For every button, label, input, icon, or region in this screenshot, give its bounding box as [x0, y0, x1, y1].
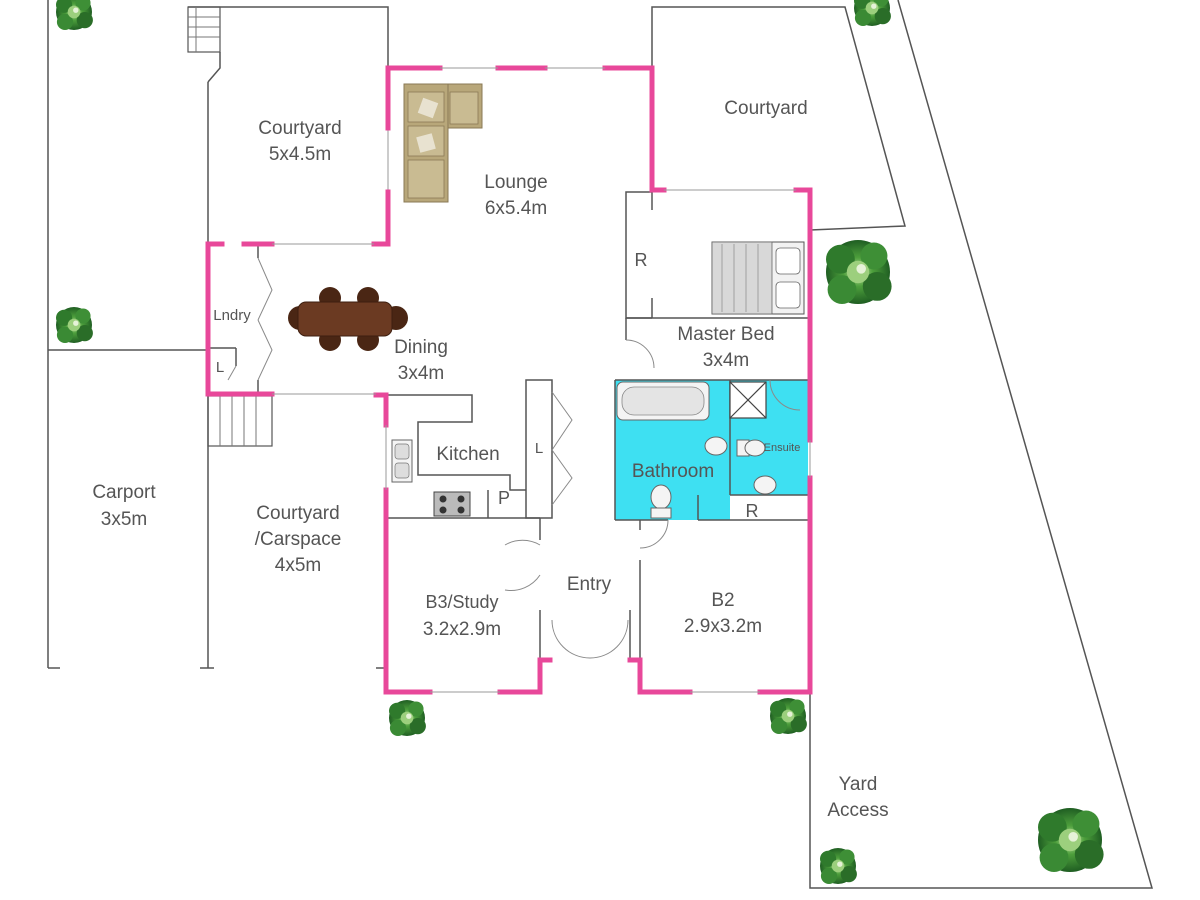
b2-size: 2.9x3.2m	[684, 616, 762, 637]
entry-label: Entry	[567, 574, 612, 595]
tree-icon	[56, 307, 93, 343]
yard-access-label: Yard	[839, 774, 878, 795]
courtyard-top-right-label: Courtyard	[724, 98, 807, 119]
courtyard-carspace-label: Courtyard	[256, 503, 339, 524]
basin-icon	[704, 436, 777, 495]
ensuite-label: Ensuite	[764, 442, 801, 454]
master-bed-label: Master Bed	[677, 324, 774, 345]
laundry-label: Lndry	[213, 307, 251, 324]
courtyard-carspace-size: 4x5m	[275, 555, 321, 576]
lounge-label: Lounge	[484, 172, 547, 193]
windows	[272, 67, 811, 693]
b2-label: B2	[711, 590, 734, 611]
carport-label: Carport	[92, 482, 156, 503]
toilet-icon	[650, 439, 766, 519]
dining-size: 3x4m	[398, 363, 444, 384]
site-boundary	[47, 0, 1153, 889]
bathtub-icon	[616, 381, 710, 421]
study-size: 3.2x2.9m	[423, 619, 501, 640]
room-labels: Courtyard 5x4.5m Lounge 6x5.4m Courtyard…	[92, 98, 888, 821]
carport-size: 3x5m	[101, 509, 147, 530]
shower-icon	[729, 381, 767, 419]
sofa-icon	[403, 83, 483, 203]
tree-icon	[56, 0, 93, 30]
tree-icon	[854, 0, 891, 26]
courtyard-carspace-label-2: /Carspace	[255, 529, 342, 550]
tree-icon	[389, 700, 426, 736]
dining-table-icon	[288, 287, 408, 351]
interior-walls	[208, 130, 808, 660]
bathroom-label: Bathroom	[632, 461, 714, 482]
sink-icon	[391, 439, 413, 483]
master-bed-size: 3x4m	[703, 350, 749, 371]
tree-icon	[770, 698, 807, 734]
cooktop-icon	[433, 491, 471, 517]
robe-master-label: R	[635, 250, 648, 270]
dining-label: Dining	[394, 337, 448, 358]
doors	[227, 257, 801, 659]
stairs-icon	[187, 6, 221, 53]
study-label: B3/Study	[425, 592, 498, 612]
lounge-size: 6x5.4m	[485, 198, 547, 219]
tree-icon	[820, 848, 857, 884]
courtyard-top-left-size: 5x4.5m	[269, 144, 331, 165]
stairs-icon	[207, 395, 273, 447]
kitchen-label: Kitchen	[436, 444, 499, 465]
exterior-walls	[205, 65, 813, 695]
linen-label: L	[535, 440, 543, 457]
robe-b2-label: R	[746, 501, 759, 521]
laundry-linen-label: L	[216, 359, 224, 376]
pantry-label: P	[498, 488, 510, 508]
tree-icon	[1038, 808, 1104, 872]
yard-access-label-2: Access	[827, 800, 888, 821]
tree-icon	[826, 240, 892, 304]
bed-icon	[711, 241, 805, 315]
courtyard-top-left-label: Courtyard	[258, 118, 341, 139]
